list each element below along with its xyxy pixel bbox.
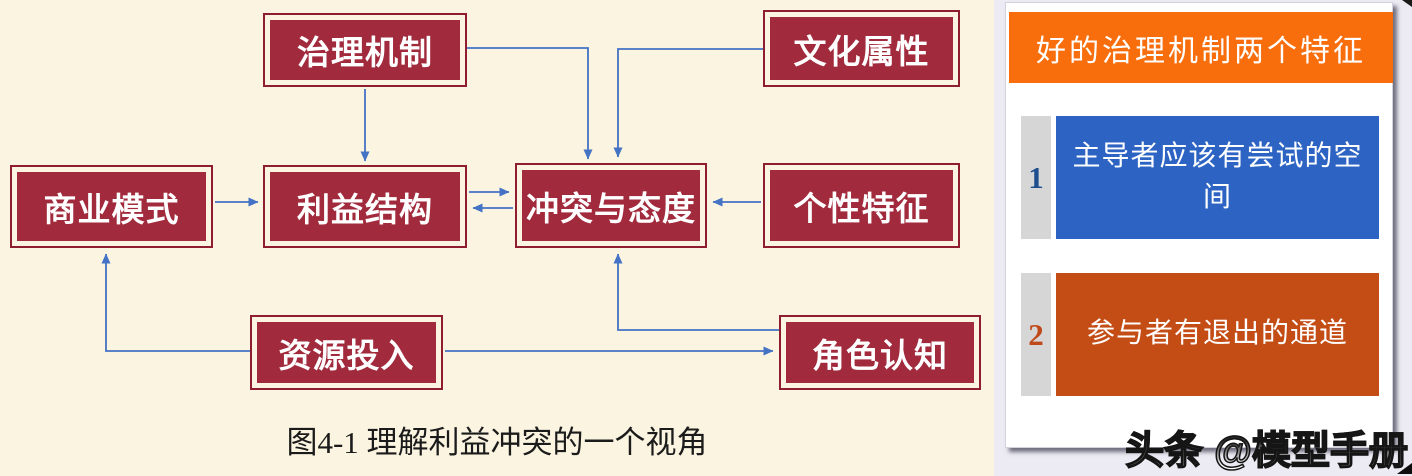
connector-culture-to-conflict	[613, 48, 763, 158]
features-card-title: 好的治理机制两个特征	[1009, 12, 1393, 83]
node-personality: 个性特征	[763, 163, 960, 248]
figure-caption: 图4-1 理解利益冲突的一个视角	[286, 425, 708, 460]
node-resource-input-label: 资源投入	[257, 322, 436, 383]
connector-role-to-conflict	[613, 253, 779, 331]
node-governance-label: 治理机制	[270, 20, 460, 80]
watermark-toutiao-model-handbook: 头条 @模型手册	[1124, 420, 1408, 476]
node-conflict-attitude: 冲突与态度	[515, 163, 707, 248]
features-card: 好的治理机制两个特征 1 主导者应该有尝试的空间 2 参与者有退出的通道	[1005, 2, 1393, 448]
connector-arrows	[101, 47, 779, 356]
node-personality-label: 个性特征	[770, 170, 953, 241]
feature-item-1-text: 主导者应该有尝试的空间	[1056, 116, 1379, 239]
node-conflict-attitude-label: 冲突与态度	[522, 170, 700, 241]
node-culture: 文化属性	[763, 10, 960, 87]
node-resource-input: 资源投入	[250, 315, 443, 390]
node-role-cognition-label: 角色认知	[786, 322, 974, 383]
feature-item-1-number: 1	[1021, 116, 1051, 239]
node-interest-structure-label: 利益结构	[270, 172, 460, 241]
feature-item-2: 2 参与者有退出的通道	[1021, 273, 1384, 396]
node-role-cognition: 角色认知	[779, 315, 981, 390]
connector-governance-to-conflict	[467, 47, 593, 160]
feature-item-2-text: 参与者有退出的通道	[1056, 273, 1379, 396]
page-curl-artifact-bottom	[1397, 463, 1412, 474]
connector-resource-to-business	[101, 253, 250, 352]
feature-item-2-number: 2	[1021, 273, 1051, 396]
node-business-model: 商业模式	[10, 165, 213, 248]
node-governance: 治理机制	[263, 13, 467, 87]
node-business-model-label: 商业模式	[17, 172, 206, 241]
feature-item-1: 1 主导者应该有尝试的空间	[1021, 116, 1384, 239]
node-culture-label: 文化属性	[770, 17, 953, 80]
conflict-flowchart: 治理机制 文化属性 商业模式 利益结构 冲突与态度 个性特征 资源投入 角色认知…	[0, 0, 994, 476]
governance-features-panel: 好的治理机制两个特征 1 主导者应该有尝试的空间 2 参与者有退出的通道	[994, 0, 1412, 476]
page-curl-artifact-top	[1402, 0, 1412, 7]
node-interest-structure: 利益结构	[263, 165, 467, 248]
